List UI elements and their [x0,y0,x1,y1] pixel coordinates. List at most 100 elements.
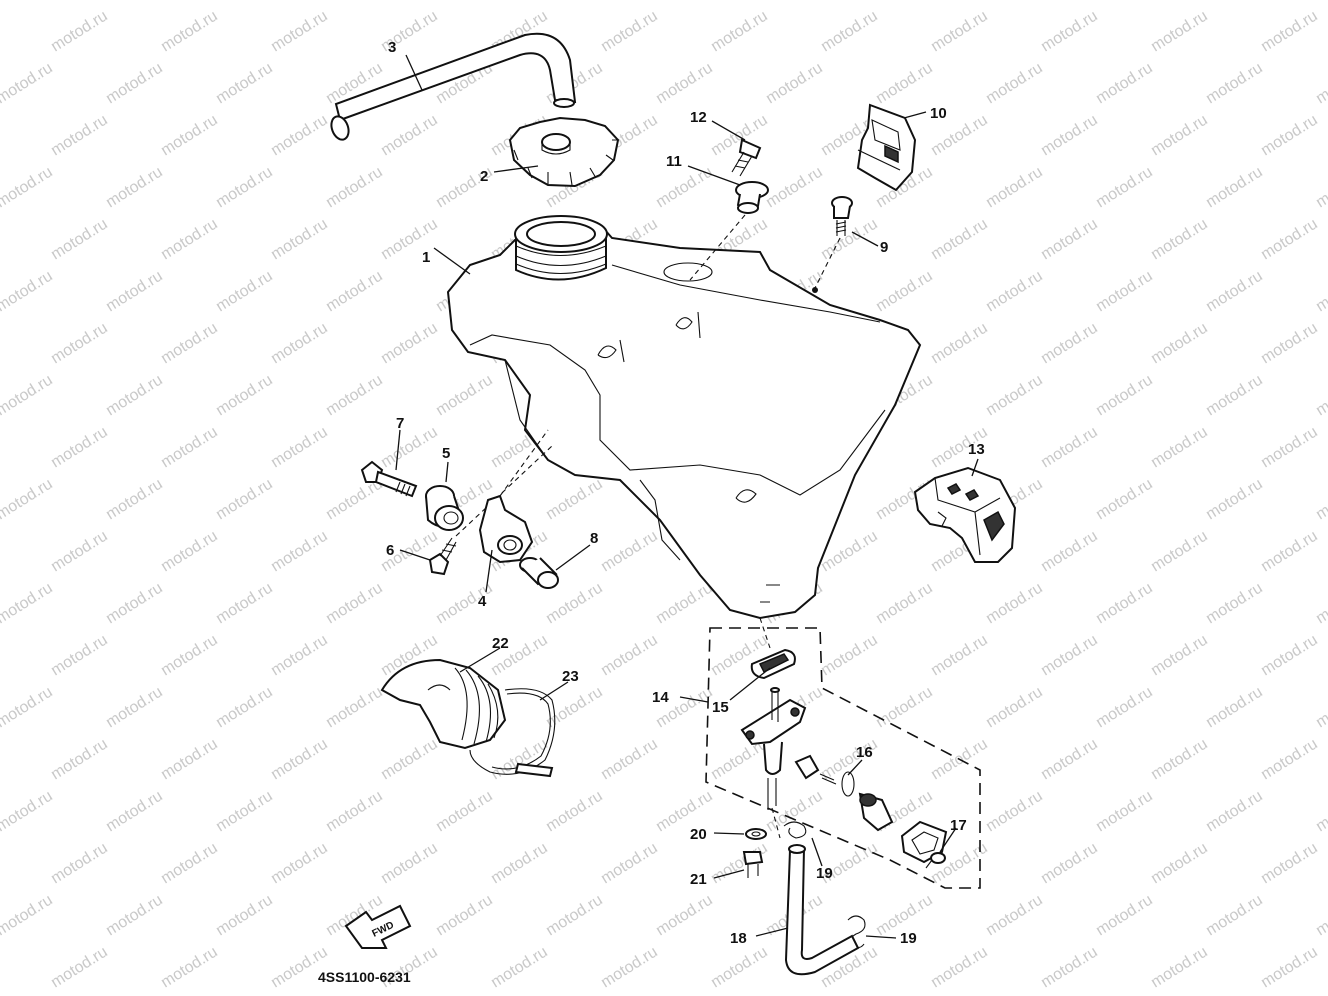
watermark-text: motod.ru [158,840,221,888]
watermark-text: motod.ru [323,164,386,212]
watermark-text: motod.ru [1148,320,1211,368]
watermark-text: motod.ru [0,216,1,264]
watermark-text: motod.ru [323,580,386,628]
watermark-text: motod.ru [158,736,221,784]
part-washer-20 [745,828,767,840]
watermark-text: motod.ru [158,944,221,992]
watermark-text: motod.ru [158,112,221,160]
watermark-text: motod.ru [1038,944,1101,992]
watermark-text: motod.ru [1258,944,1321,992]
watermark-text: motod.ru [158,632,221,680]
watermark-text: motod.ru [103,892,166,940]
watermark-text: motod.ru [1258,112,1321,160]
watermark-text: motod.ru [48,320,111,368]
watermark-text: motod.ru [323,0,386,3]
part-boot-22 [380,658,507,750]
watermark-text: motod.ru [1148,840,1211,888]
callout-22: 22 [492,635,509,652]
part-clamp-10 [856,103,917,192]
watermark-text: motod.ru [598,528,661,576]
watermark-text: motod.ru [928,320,991,368]
watermark-text: motod.ru [213,372,276,420]
watermark-text: motod.ru [48,112,111,160]
watermark-text: motod.ru [378,216,441,264]
watermark-text: motod.ru [433,0,496,3]
watermark-text: motod.ru [1093,684,1156,732]
watermark-text: motod.ru [1313,0,1328,3]
watermark-text: motod.ru [598,8,661,56]
watermark-text: motod.ru [1038,632,1101,680]
watermark-text: motod.ru [763,60,826,108]
watermark-text: motod.ru [653,60,716,108]
watermark-text: motod.ru [213,0,276,3]
watermark-text: motod.ru [268,840,331,888]
callout-4: 4 [478,593,487,610]
watermark-text: motod.ru [873,268,936,316]
watermark-text: motod.ru [0,8,1,56]
part-tank-cap [508,116,620,188]
part-bolt-21 [742,851,764,878]
watermark-text: motod.ru [1093,892,1156,940]
watermark-text: motod.ru [103,164,166,212]
watermark-text: motod.ru [1148,528,1211,576]
callout-20: 20 [690,826,707,843]
callout-5: 5 [442,445,450,462]
watermark-text: motod.ru [268,112,331,160]
watermark-text: motod.ru [0,632,1,680]
watermark-text: motod.ru [0,944,1,992]
watermark-text: motod.ru [0,840,1,888]
watermark-text: motod.ru [928,8,991,56]
part-bolt-6 [428,445,553,576]
watermark-text: motod.ru [818,632,881,680]
watermark-text: motod.ru [1038,736,1101,784]
watermark-text: motod.ru [1313,580,1328,628]
watermark-text: motod.ru [213,164,276,212]
watermark-text: motod.ru [0,424,1,472]
watermark-text: motod.ru [0,736,1,784]
callout-14: 14 [652,689,669,706]
watermark-text: motod.ru [818,8,881,56]
watermark-text: motod.ru [1203,60,1266,108]
watermark-text: motod.ru [1258,528,1321,576]
watermark-text: motod.ru [213,60,276,108]
watermark-text: motod.ru [708,840,771,888]
watermark-text: motod.ru [873,0,936,3]
watermark-text: motod.ru [0,164,56,212]
watermark-text: motod.ru [1093,268,1156,316]
watermark-text: motod.ru [268,736,331,784]
part-collar-11 [689,181,769,281]
watermark-text: motod.ru [543,0,606,3]
watermark-text: motod.ru [0,476,56,524]
part-fuel-hose-18 [784,844,860,976]
watermark-text: motod.ru [103,788,166,836]
watermark-text: motod.ru [1038,216,1101,264]
watermark-text: motod.ru [213,268,276,316]
callout-15: 15 [712,699,729,716]
watermark-text: motod.ru [158,216,221,264]
watermark-text: motod.ru [1148,944,1211,992]
watermark-text: motod.ru [543,892,606,940]
watermark-text: motod.ru [1258,736,1321,784]
part-hose [330,32,577,141]
watermark-text: motod.ru [983,892,1046,940]
part-bolt-7 [360,460,418,498]
callout-18: 18 [730,930,747,947]
watermark-text: motod.ru [0,60,56,108]
watermark-text: motod.ru [103,684,166,732]
watermark-text: motod.ru [1038,424,1101,472]
watermark-text: motod.ru [1203,0,1266,3]
watermark-text: motod.ru [653,892,716,940]
watermark-text: motod.ru [1093,476,1156,524]
diagram-code: 4SS1100-6231 [318,969,411,985]
watermark-text: motod.ru [103,0,166,3]
part-bolt-9 [814,196,853,289]
watermark-text: motod.ru [1093,580,1156,628]
watermark-text: motod.ru [0,372,56,420]
watermark-text: motod.ru [1203,788,1266,836]
callout-21: 21 [690,871,707,888]
watermark-text: motod.ru [0,684,56,732]
part-screw-12 [731,138,762,177]
part-fuel-cock [740,687,807,839]
watermark-text: motod.ru [1258,424,1321,472]
